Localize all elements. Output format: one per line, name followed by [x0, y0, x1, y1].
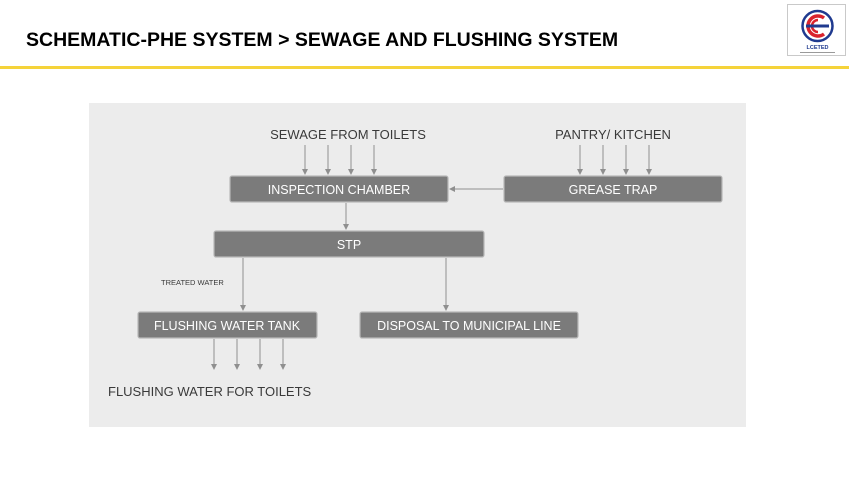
- flushing-water-tank-node: FLUSHING WATER TANK: [137, 311, 318, 339]
- sewage-source-label: SEWAGE FROM TOILETS: [270, 127, 426, 142]
- page-title: SCHEMATIC-PHE SYSTEM > SEWAGE AND FLUSHI…: [26, 29, 619, 51]
- sewage-inflow-arrows: [302, 145, 377, 175]
- stp-label: STP: [337, 238, 361, 252]
- flushing-outflow-arrows: [211, 339, 286, 370]
- sewage-schematic-diagram: SEWAGE FROM TOILETS PANTRY/ KITCHEN INSP…: [89, 103, 746, 427]
- stp-node: STP: [213, 230, 485, 258]
- treated-water-label: TREATED WATER: [161, 278, 224, 287]
- grease-trap-label: GREASE TRAP: [569, 183, 658, 197]
- flushing-output-label: FLUSHING WATER FOR TOILETS: [108, 384, 312, 399]
- grease-trap-node: GREASE TRAP: [503, 175, 723, 203]
- logo-text: LCETED: [807, 45, 829, 51]
- pantry-inflow-arrows: [577, 145, 652, 175]
- company-logo: LCETED: [787, 4, 846, 56]
- inspection-chamber-node: INSPECTION CHAMBER: [229, 175, 449, 203]
- pantry-source-label: PANTRY/ KITCHEN: [555, 127, 671, 142]
- inspection-chamber-label: INSPECTION CHAMBER: [268, 183, 410, 197]
- title-underline: [0, 66, 849, 69]
- flushing-water-tank-label: FLUSHING WATER TANK: [154, 319, 301, 333]
- disposal-node: DISPOSAL TO MUNICIPAL LINE: [359, 311, 579, 339]
- disposal-label: DISPOSAL TO MUNICIPAL LINE: [377, 319, 561, 333]
- logo-icon: LCETED: [800, 9, 835, 53]
